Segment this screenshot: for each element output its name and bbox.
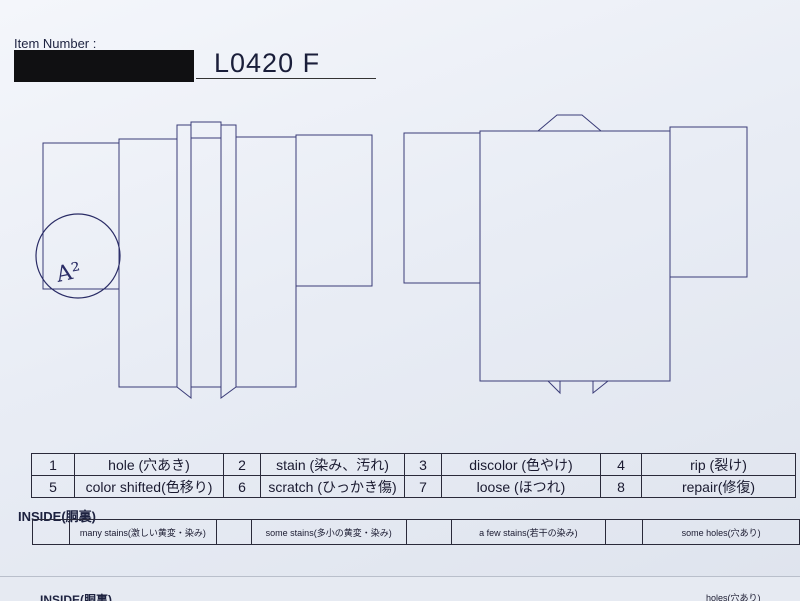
front-collar-top [190, 121, 222, 139]
inside-checkbox[interactable] [215, 519, 252, 545]
legend-label: color shifted(色移り) [74, 475, 224, 498]
front-center [190, 137, 222, 388]
next-sheet-inside-label: INSIDE(胴裏) [40, 593, 113, 601]
back-view-outline [403, 114, 748, 395]
damage-circle [35, 213, 121, 299]
item-code: L0420 F [214, 48, 321, 78]
back-collar [536, 114, 603, 132]
legend-num: 7 [404, 475, 442, 498]
front-right-sleeve [295, 134, 373, 287]
legend-label: stain (染み、汚れ) [260, 453, 405, 476]
legend-label: rip (裂け) [641, 453, 796, 476]
inside-condition-table: many stains(激しい黄変・染み) some stains(多小の黄変・… [32, 519, 800, 545]
legend-num: 5 [31, 475, 75, 498]
inside-item: many stains(激しい黄変・染み) [68, 519, 217, 545]
legend-label: hole (穴あき) [74, 453, 224, 476]
inside-checkbox[interactable] [32, 519, 70, 545]
legend-num: 6 [223, 475, 261, 498]
item-number-underline [196, 78, 376, 79]
garment-diagram: A² [35, 114, 748, 400]
front-right-body [235, 136, 297, 388]
legend-num: 3 [404, 453, 442, 476]
damage-legend-table: 1 hole (穴あき) 2 stain (染み、汚れ) 3 discolor … [31, 453, 796, 498]
legend-label: repair(修復) [641, 475, 796, 498]
inside-item: some holes(穴あり) [642, 519, 800, 545]
legend-num: 4 [600, 453, 642, 476]
legend-num: 2 [223, 453, 261, 476]
front-right-collar [220, 124, 237, 399]
next-sheet-edge: INSIDE(胴裏) holes(穴あり) [0, 576, 800, 601]
back-left-sleeve [403, 132, 481, 284]
back-hem-left [546, 380, 561, 395]
legend-label: discolor (色やけ) [441, 453, 601, 476]
back-body [479, 130, 671, 382]
next-sheet-partial-item: holes(穴あり) [706, 593, 761, 601]
back-right-sleeve [669, 126, 748, 278]
legend-label: loose (ほつれ) [441, 475, 601, 498]
item-number-label: Item Number : [14, 36, 97, 51]
legend-num: 8 [600, 475, 642, 498]
inside-checkbox[interactable] [605, 519, 644, 545]
legend-label: scratch (ひっかき傷) [260, 475, 405, 498]
damage-annotation: A² [35, 213, 121, 299]
front-view-outline [42, 121, 373, 400]
damage-code: A² [53, 258, 83, 288]
back-hem-right [592, 380, 610, 395]
inside-checkbox[interactable] [405, 519, 452, 545]
legend-num: 1 [31, 453, 75, 476]
front-left-body [118, 138, 178, 388]
inside-item: some stains(多小の黄変・染み) [250, 519, 407, 545]
inside-item: a few stains(若干の染み) [450, 519, 607, 545]
front-left-collar [176, 124, 192, 400]
redacted-item-number [14, 50, 194, 82]
inspection-sheet: Item Number : L0420 F A² 1 [0, 0, 800, 582]
